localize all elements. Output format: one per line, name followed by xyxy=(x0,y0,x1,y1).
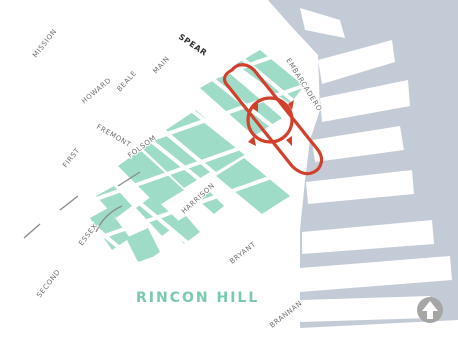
piers xyxy=(300,8,458,343)
north-arrow-icon xyxy=(417,297,443,323)
highlighted-corridor-outline xyxy=(222,63,324,176)
red-triangle-markers xyxy=(248,100,294,146)
district-label: RINCON HILL xyxy=(136,290,259,306)
transit-lines xyxy=(23,171,141,239)
